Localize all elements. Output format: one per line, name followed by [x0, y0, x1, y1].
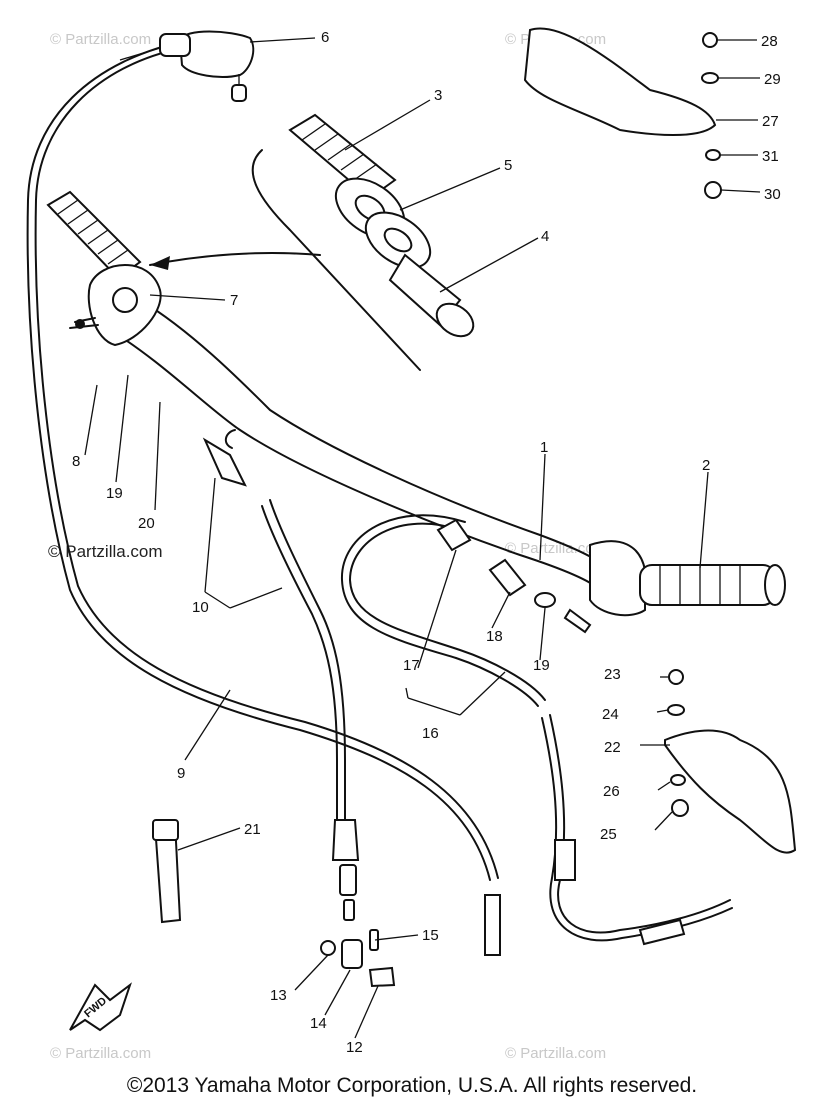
handlebar-part	[109, 299, 611, 591]
callout-labels: 1 2 3 4 5 6 7 8 9 10 12 13 14 15 16 17 1…	[72, 29, 781, 1056]
watermark-middle-left: © Partzilla.com	[48, 542, 163, 561]
callout-9: 9	[177, 765, 185, 782]
cable-loop-16-17	[340, 514, 546, 707]
callout-15: 15	[422, 927, 439, 944]
callout-2: 2	[702, 457, 710, 474]
copyright-footer: ©2013 Yamaha Motor Corporation, U.S.A. A…	[126, 1074, 698, 1097]
callout-6: 6	[321, 29, 329, 46]
handlebar-exploded-diagram: © Partzilla.com © Partzilla.com © Partzi…	[26, 27, 797, 1060]
callout-12: 12	[346, 1039, 363, 1056]
callout-3: 3	[434, 87, 442, 104]
right-grip-assembly	[488, 540, 786, 634]
callout-17: 17	[403, 657, 420, 674]
callout-20: 20	[138, 515, 155, 532]
callout-14: 14	[310, 1015, 327, 1032]
callout-7: 7	[230, 292, 238, 309]
callout-26: 26	[603, 783, 620, 800]
callout-27: 27	[762, 113, 779, 130]
inset-grip-detail	[149, 113, 475, 371]
callout-1: 1	[540, 439, 548, 456]
left-grip-assembly	[46, 190, 162, 347]
callout-23: 23	[604, 666, 621, 683]
callout-16: 16	[422, 725, 439, 742]
watermark-top-left: © Partzilla.com	[50, 31, 151, 48]
throttle-housing-6	[119, 30, 255, 102]
cable-10	[202, 437, 360, 921]
strap-21	[152, 819, 182, 924]
callout-28: 28	[761, 33, 778, 50]
callout-24: 24	[602, 706, 619, 723]
callout-31: 31	[762, 148, 779, 165]
callout-30: 30	[764, 186, 781, 203]
callout-18: 18	[486, 628, 503, 645]
hand-guard-bottom	[664, 669, 797, 854]
callout-4: 4	[541, 228, 549, 245]
watermark-bottom-right: © Partzilla.com	[505, 1045, 606, 1060]
clamp-parts-12-15	[320, 894, 501, 988]
callout-19-left: 19	[106, 485, 123, 502]
callout-10: 10	[192, 599, 209, 616]
callout-13: 13	[270, 987, 287, 1004]
callout-5: 5	[504, 157, 512, 174]
cable-right-descending	[541, 714, 733, 946]
callout-22: 22	[604, 739, 621, 756]
fwd-arrow: FWD	[69, 982, 132, 1032]
callout-25: 25	[600, 826, 617, 843]
callout-19-right: 19	[533, 657, 550, 674]
callout-29: 29	[764, 71, 781, 88]
callout-21: 21	[244, 821, 261, 838]
leader-lines	[84, 37, 761, 1039]
hand-guard-top	[523, 27, 722, 199]
callout-8: 8	[72, 453, 80, 470]
watermark-bottom-left: © Partzilla.com	[50, 1045, 151, 1060]
throttle-cable-9	[26, 39, 491, 881]
